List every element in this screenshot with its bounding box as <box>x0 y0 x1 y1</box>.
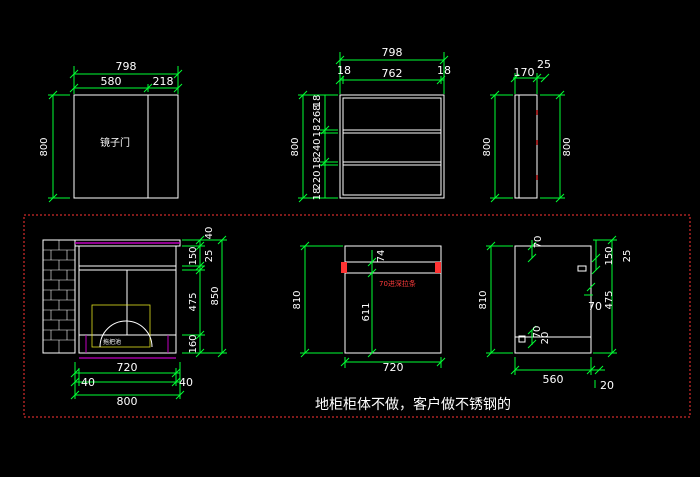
dim-shelf-3: 240 <box>312 138 323 157</box>
dim-shelf-6: 18 <box>312 188 323 201</box>
dim-width: 720 <box>383 361 404 374</box>
mop-sink-label: 拖把池 <box>103 338 121 346</box>
dim-left-offset: 40 <box>81 376 95 389</box>
dim-shelf-0: 18 <box>312 95 323 108</box>
view-bottom-middle: 74 810 611 720 70进深拉条 <box>292 241 446 374</box>
dim-shelf-1: 268 <box>312 104 323 123</box>
dim-right-2: 25 <box>204 250 215 263</box>
view-bottom-right: 810 70 150 25 475 70 70 20 560 20 <box>478 236 633 392</box>
dim-right-4: 160 <box>188 334 199 353</box>
red-note: 70进深拉条 <box>379 279 416 288</box>
mop-sink <box>91 304 151 348</box>
dim-right-3: 475 <box>188 292 199 311</box>
base-cabinet-outline <box>344 245 442 354</box>
view-top-middle: 798 18 762 18 800 18 268 18 240 18 220 1… <box>290 46 451 203</box>
dim-70-top: 70 <box>533 236 544 249</box>
dim-shelf-2: 18 <box>312 125 323 138</box>
dim-inner-height: 611 <box>361 302 372 321</box>
dim-depth-25: 25 <box>537 58 551 71</box>
dim-150: 150 <box>604 246 615 265</box>
side-view-outline <box>514 94 538 199</box>
view-bottom-left: 720 40 40 800 40 150 25 475 160 850 拖把池 <box>42 227 227 408</box>
dim-inner-width: 762 <box>382 67 403 80</box>
dim-side-left: 18 <box>337 64 351 77</box>
dim-height-right: 800 <box>562 137 573 156</box>
dim-right-0: 40 <box>204 227 215 240</box>
shelf-cabinet-outer <box>339 94 445 199</box>
dim-total-width: 798 <box>382 46 403 59</box>
dim-height: 800 <box>290 137 301 156</box>
dim-right-width: 218 <box>153 75 174 88</box>
dim-width: 560 <box>543 373 564 386</box>
dim-70-mid: 70 <box>588 300 602 313</box>
dim-depth-170: 170 <box>514 66 535 79</box>
dim-right-offset: 40 <box>179 376 193 389</box>
dim-height: 800 <box>39 137 50 156</box>
dim-total-height: 850 <box>210 286 221 305</box>
view-top-right: 170 25 800 800 <box>482 58 573 203</box>
dim-475: 475 <box>604 290 615 309</box>
footer-note: 地柜柜体不做，客户做不锈钢的 <box>315 396 511 413</box>
dim-bottom-width: 720 <box>117 361 138 374</box>
dim-74: 74 <box>376 250 387 263</box>
mirror-cabinet-outline <box>73 94 179 199</box>
dim-total-width: 800 <box>117 395 138 408</box>
dim-height: 810 <box>478 290 489 309</box>
lower-section-frame <box>23 214 691 418</box>
side-outline <box>514 245 592 354</box>
brick-wall <box>42 239 76 354</box>
mirror-door-label: 镜子门 <box>100 136 130 149</box>
shelf-cabinet-inner <box>342 97 442 196</box>
dim-70-bot: 70 <box>532 326 543 339</box>
view-top-left: 798 580 218 800 镜子门 <box>39 60 183 203</box>
dim-shelf-4: 18 <box>312 157 323 170</box>
dim-left-width: 580 <box>101 75 122 88</box>
dim-20-right: 20 <box>600 379 614 392</box>
dim-shelf-5: 220 <box>312 170 323 189</box>
dim-side-right: 18 <box>437 64 451 77</box>
dim-height: 810 <box>292 290 303 309</box>
dim-25: 25 <box>622 250 633 263</box>
dim-total-width: 798 <box>116 60 137 73</box>
dim-height-left: 800 <box>482 137 493 156</box>
vanity-body <box>78 245 177 354</box>
dim-20-bot: 20 <box>540 332 551 345</box>
dim-right-1: 150 <box>188 246 199 265</box>
